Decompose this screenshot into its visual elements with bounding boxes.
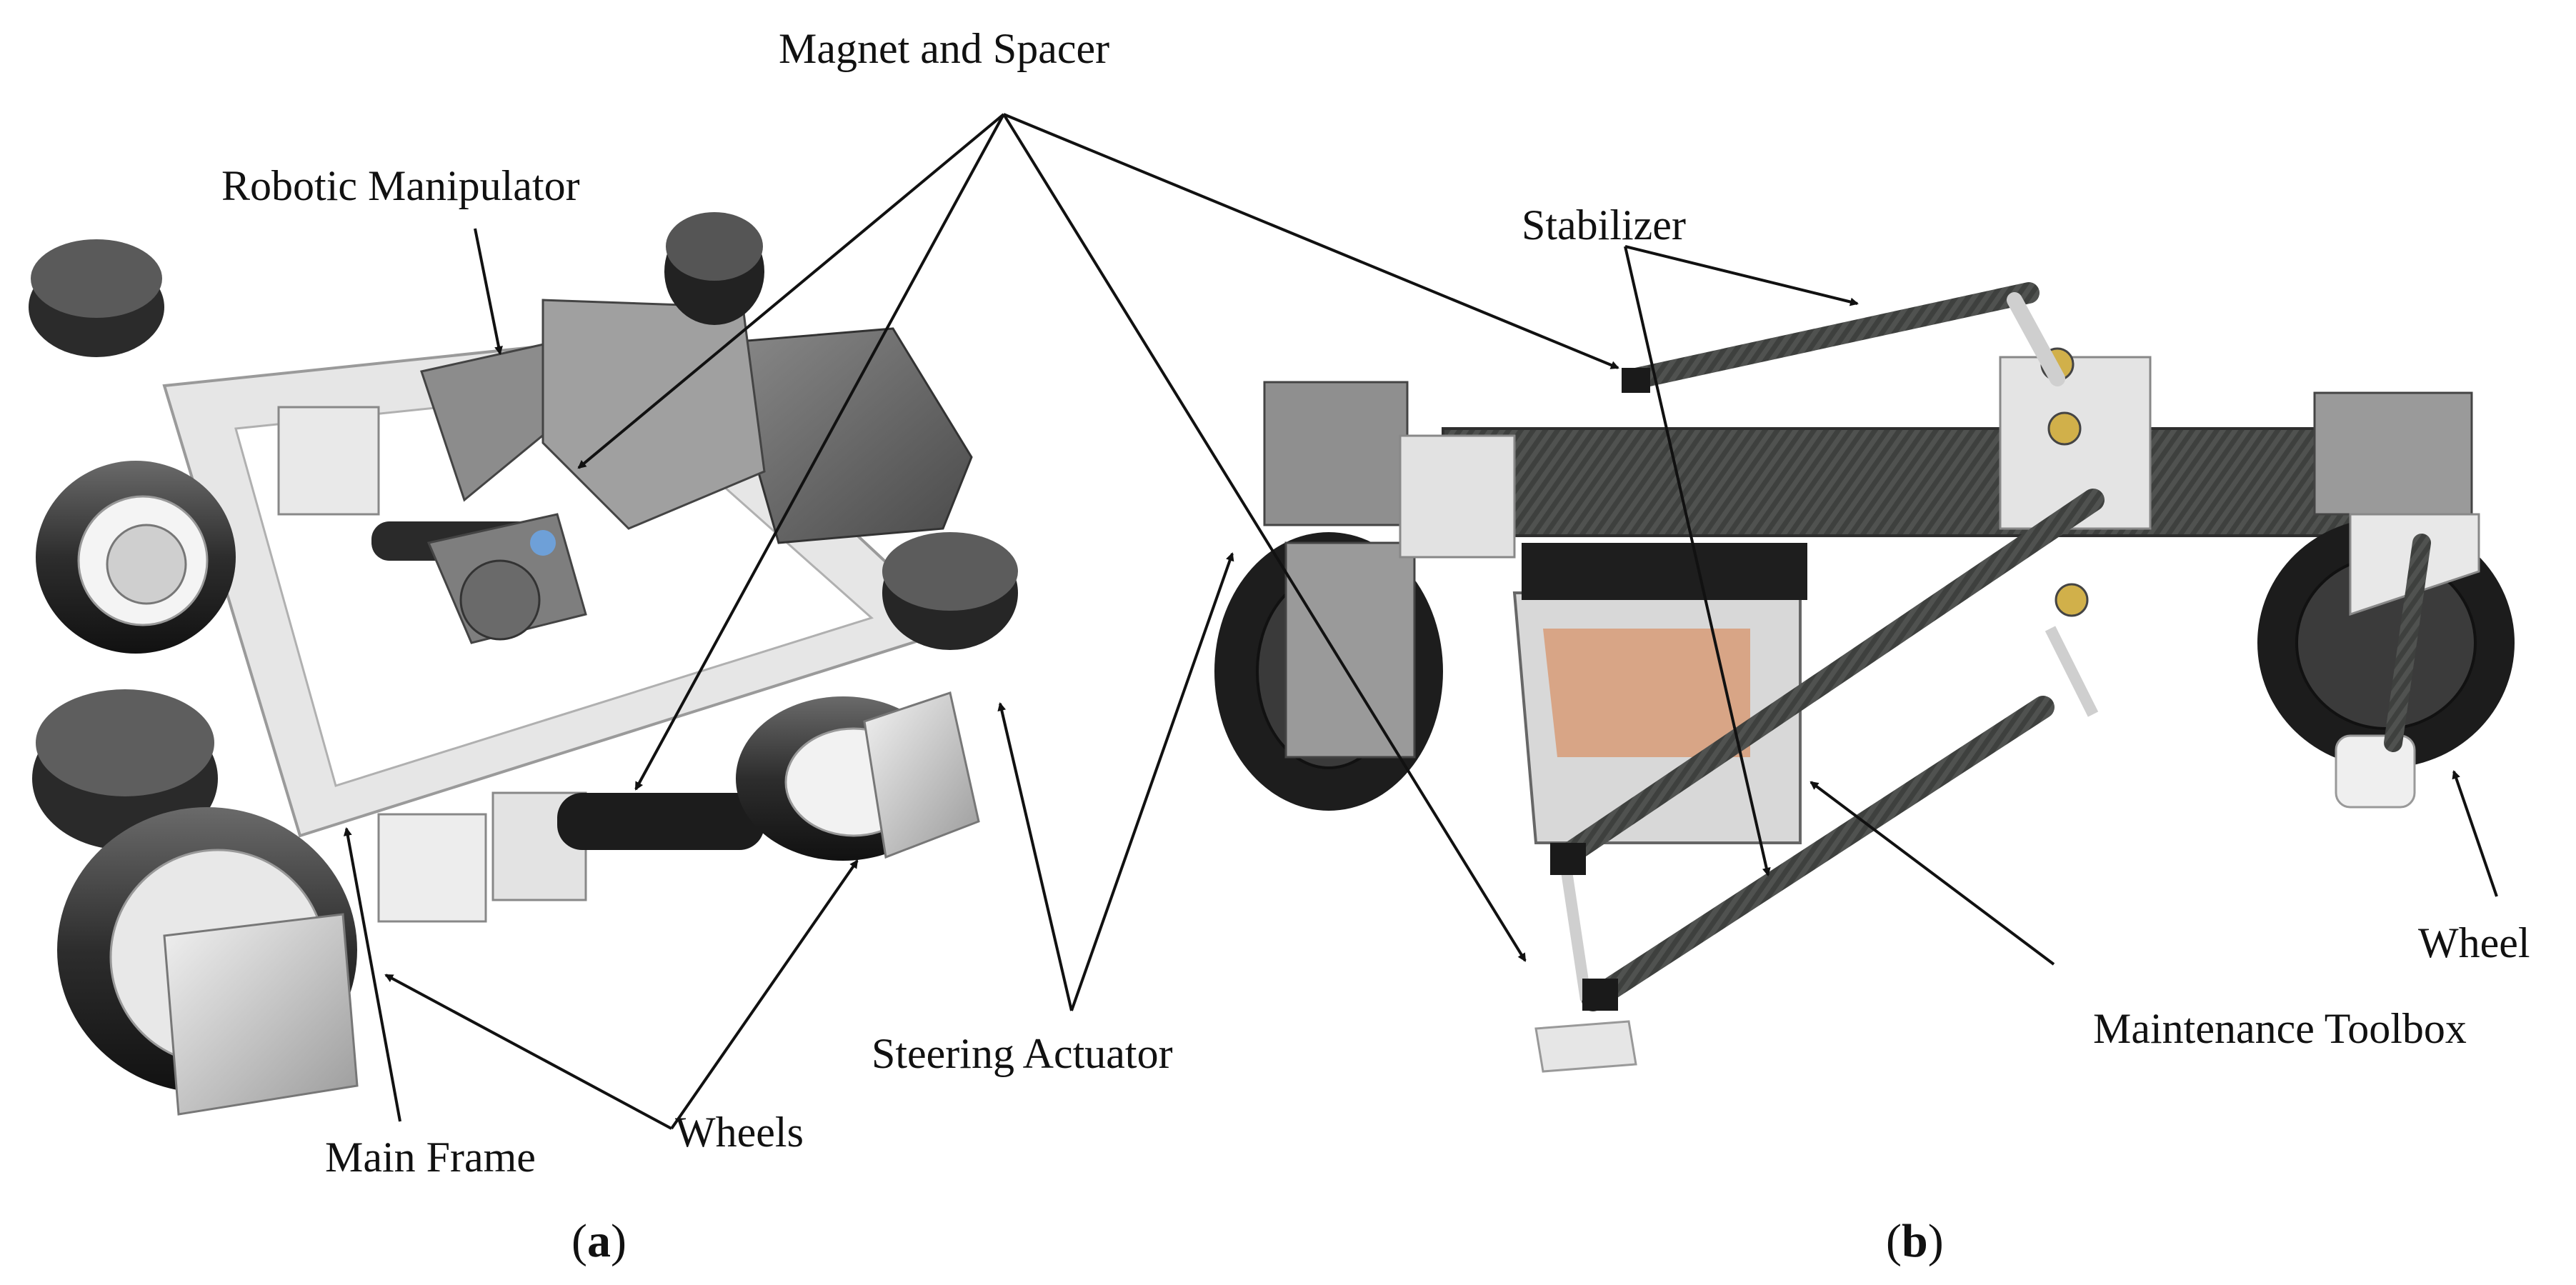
- motor-block: [2313, 391, 2473, 516]
- diagonal-strut: [1553, 489, 2105, 869]
- battery-block: [377, 813, 487, 923]
- robotic-manipulator-shape: [420, 299, 766, 644]
- wheel-shape: [736, 532, 1018, 861]
- joint: [1582, 979, 1618, 1011]
- caption-a-letter: a: [586, 1215, 611, 1267]
- wheel-shape: [29, 239, 236, 654]
- caption-b-letter: b: [1901, 1215, 1928, 1267]
- foot-pad: [1534, 1020, 1637, 1073]
- label-robotic-manipulator: Robotic Manipulator: [221, 162, 580, 209]
- panel-a-robot: [29, 212, 1018, 1116]
- label-steering-actuator: Steering Actuator: [872, 1030, 1173, 1077]
- label-wheel: Wheel: [2418, 919, 2530, 966]
- label-main-frame: Main Frame: [325, 1134, 536, 1181]
- diagonal-strut: [1582, 696, 2055, 1011]
- vertical-strut: [2384, 534, 2431, 752]
- carbon-tube: [1442, 427, 2366, 537]
- leader-arrows: [343, 113, 2498, 1130]
- link-arm: [1559, 856, 1592, 1001]
- motor-block: [1284, 541, 1416, 759]
- battery-block: [277, 406, 380, 516]
- mount-block: [1399, 434, 1516, 559]
- caption-b: (b): [1886, 1215, 1944, 1267]
- label-magnet-and-spacer: Magnet and Spacer: [779, 25, 1110, 72]
- stabilizer-strut: [2007, 292, 2065, 386]
- magnet-pad: [557, 793, 764, 850]
- component-box: [720, 327, 973, 544]
- wheel-shape: [32, 689, 359, 1116]
- panel-b-robot: [1214, 282, 2515, 1073]
- joint: [1622, 368, 1650, 393]
- motor-block: [1263, 381, 1409, 526]
- wheel-shape: [664, 212, 764, 325]
- stabilizer-strut: [1625, 282, 2040, 389]
- joint: [1550, 843, 1586, 875]
- toolbox-window: [1543, 629, 1750, 757]
- label-stabilizer: Stabilizer: [1522, 201, 1686, 249]
- label-maintenance-toolbox: Maintenance Toolbox: [2093, 1005, 2467, 1052]
- link-arm: [2045, 626, 2099, 717]
- caption-a: (a): [571, 1215, 626, 1267]
- toolbox-lid: [1522, 543, 1807, 600]
- foot-pad: [2335, 734, 2416, 809]
- label-wheels: Wheels: [675, 1109, 804, 1156]
